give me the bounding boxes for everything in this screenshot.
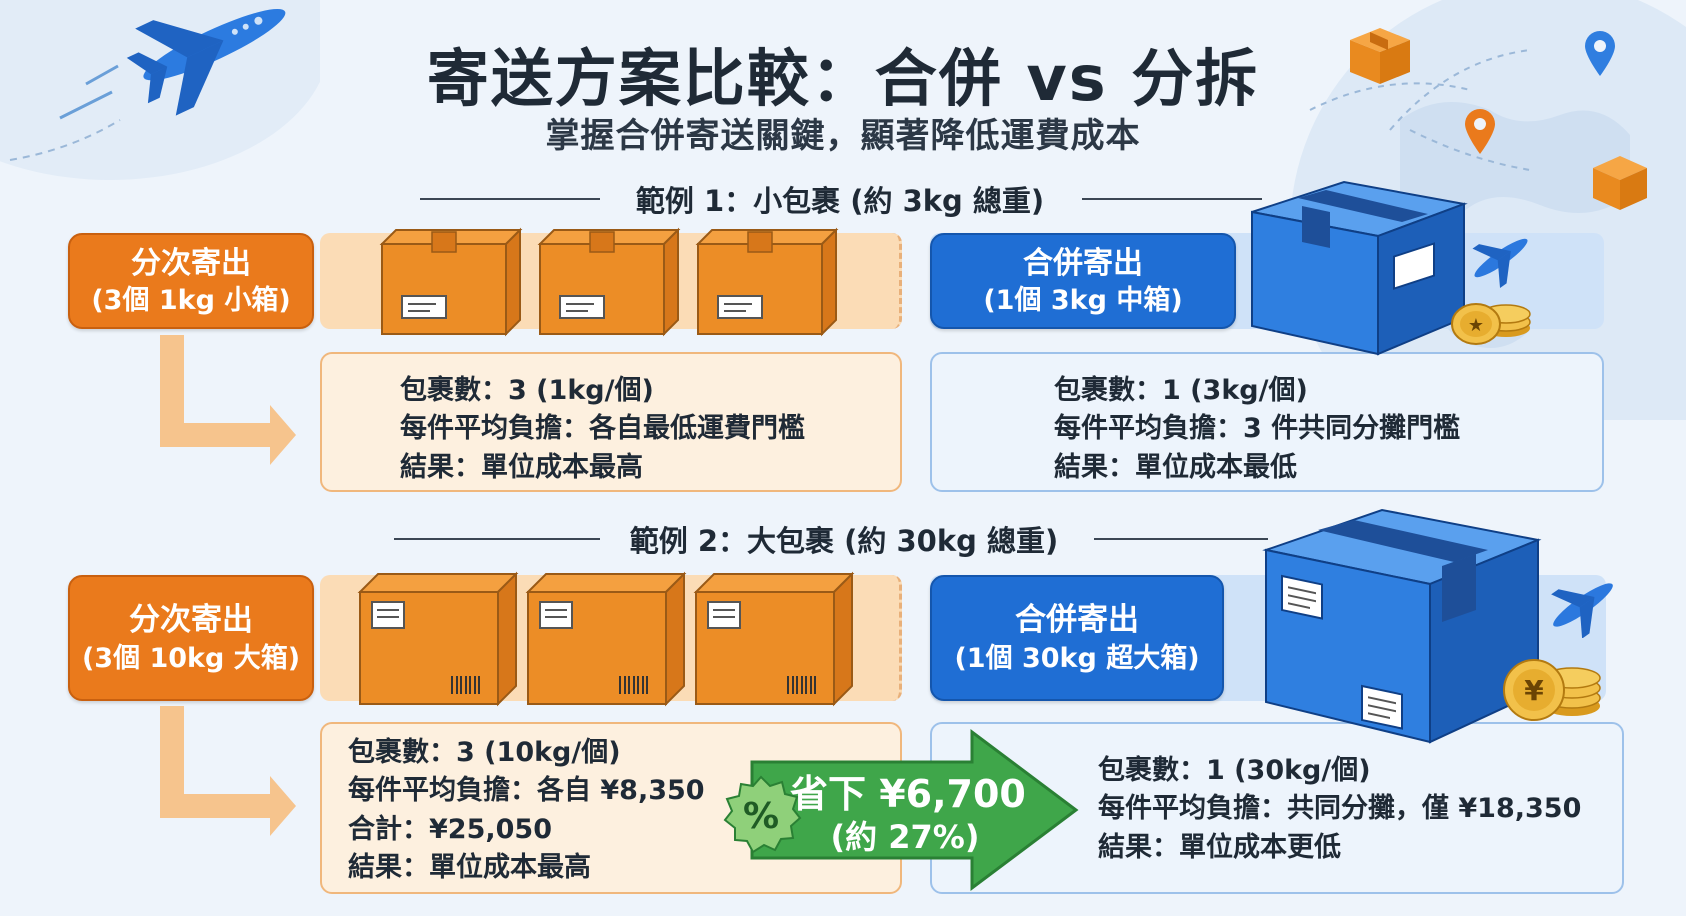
example1-heading: 範例 1：小包裹 (約 3kg 總重) [635,184,1045,218]
arrow-right-icon [160,335,296,465]
box-icon [1593,156,1647,210]
small-boxes-illustration [379,227,839,337]
box-icon [1262,508,1542,744]
split-total: 合計：¥25,050 [348,813,552,845]
merged-average-burden: 每件平均負擔：3 件共同分攤門檻 [1054,413,1461,445]
box-icon [525,571,687,707]
box-icon [1251,180,1468,356]
split-average-burden: 每件平均負擔：各自最低運費門檻 [400,413,805,445]
merged-shipping-label: 合併寄出 (1個 3kg 中箱) [930,233,1236,329]
merged-shipping-label: 合併寄出 (1個 30kg 超大箱) [930,575,1224,701]
merged-result: 結果：單位成本最低 [1054,451,1297,483]
coin-symbol: ¥ [1524,674,1544,707]
merged-label-detail: (1個 3kg 中箱) [983,284,1183,316]
divider-line [394,538,600,540]
box-icon [693,571,855,707]
page-subtitle: 掌握合併寄送關鍵，顯著降低運費成本 [545,116,1141,156]
airplane-icon [1472,238,1528,288]
merged-result: 結果：單位成本更低 [1098,831,1341,863]
large-boxes-illustration [357,571,855,707]
split-label-detail: (3個 1kg 小箱) [91,284,291,316]
split-label-title: 分次寄出 [131,245,251,281]
coin-symbol: ★ [1468,315,1484,336]
airplane-icon [1551,583,1613,638]
split-result: 結果：單位成本最高 [400,451,643,483]
split-package-count: 包裹數：3 (10kg/個) [348,737,621,768]
box-icon [357,571,519,707]
savings-label: 省下 ¥6,700 (約 27%) [790,772,1026,856]
percent-symbol: % [743,796,779,837]
box-icon [537,227,681,337]
split-result: 結果：單位成本最高 [348,851,591,883]
split-label-title: 分次寄出 [129,602,253,639]
box-icon [695,227,839,337]
box-icon [379,227,523,337]
location-pin-icon [1585,31,1615,76]
coins-icon: ¥ [1503,659,1601,721]
merged-package-count: 包裹數：1 (3kg/個) [1054,375,1308,406]
merged-average-burden: 每件平均負擔：共同分攤，僅 ¥18,350 [1098,793,1582,825]
split-label-detail: (3個 10kg 大箱) [81,642,301,674]
split-package-count: 包裹數：3 (1kg/個) [400,375,654,406]
merged-label-title: 合併寄出 [1023,245,1143,281]
airplane-icon [0,0,320,180]
page-title: 寄送方案比較：合併 vs 分拆 [426,42,1260,115]
savings-percent: (約 27%) [830,817,980,856]
split-shipping-label: 分次寄出 (3個 1kg 小箱) [68,233,314,329]
merged-package-count: 包裹數：1 (30kg/個) [1098,755,1371,786]
box-icon [1350,28,1410,84]
merged-label-title: 合併寄出 [1015,602,1139,639]
merged-label-detail: (1個 30kg 超大箱) [954,642,1200,674]
split-average-burden: 每件平均負擔：各自 ¥8,350 [348,775,705,807]
savings-arrow [750,729,1079,891]
example2-heading: 範例 2：大包裹 (約 30kg 總重) [629,524,1059,558]
divider-line [1082,198,1262,200]
divider-line [420,198,600,200]
arrow-right-icon [160,706,296,836]
divider-line [1094,538,1268,540]
location-pin-icon [1465,109,1495,154]
split-info-box: 包裹數：3 (1kg/個) 每件平均負擔：各自最低運費門檻 結果：單位成本最高 [320,352,902,492]
merged-info-box: 包裹數：1 (3kg/個) 每件平均負擔：3 件共同分攤門檻 結果：單位成本最低 [930,352,1604,492]
split-shipping-label: 分次寄出 (3個 10kg 大箱) [68,575,314,701]
savings-amount: 省下 ¥6,700 [790,772,1026,816]
coins-icon: ★ [1451,303,1531,345]
percent-badge-icon: % [723,775,802,854]
split-info-box: 包裹數：3 (10kg/個) 每件平均負擔：各自 ¥8,350 合計：¥25,0… [320,722,902,894]
